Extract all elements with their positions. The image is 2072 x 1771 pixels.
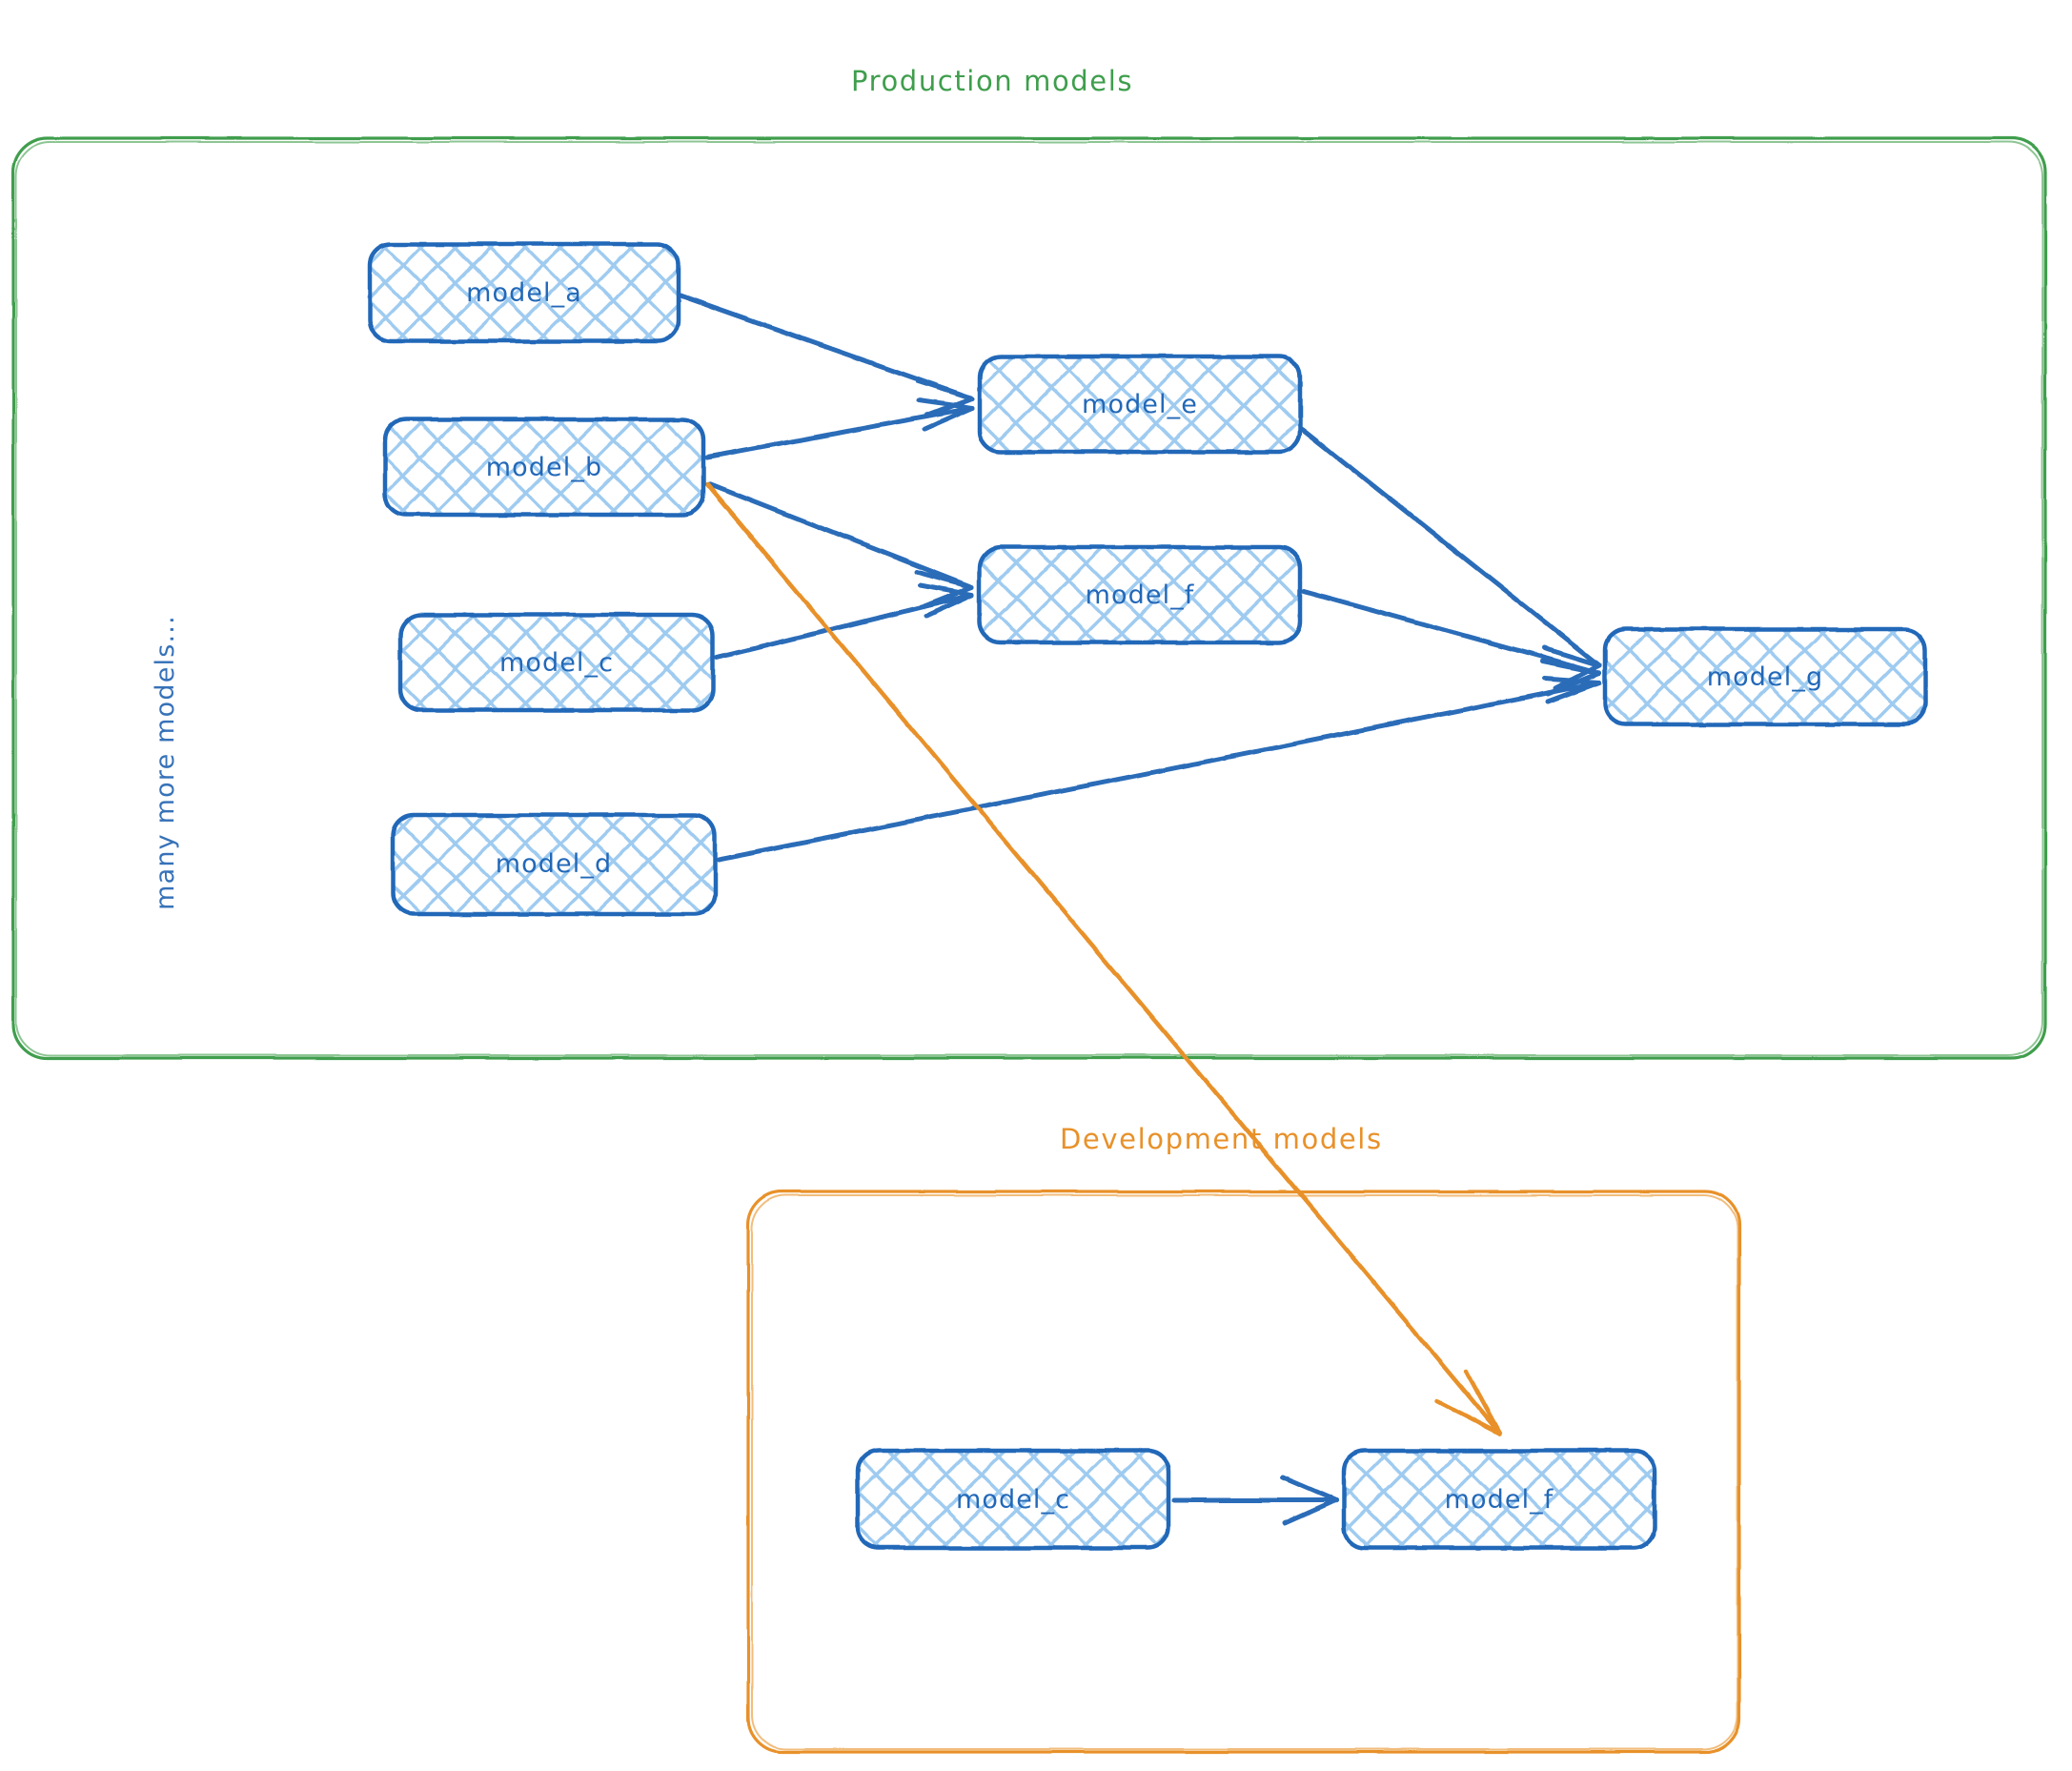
production-group-box-sketch [15,141,2043,1056]
edge-model-c-to-model-f [714,582,975,661]
edge-dev-model-c-to-dev-model-f [1171,1475,1339,1526]
node-prod-model-d[interactable] [390,812,718,917]
node-prod-model-f[interactable] [977,544,1303,645]
node-prod-model-b[interactable] [382,417,706,518]
node-prod-model-c[interactable] [397,612,716,713]
node-prod-model-e[interactable] [977,354,1303,455]
edge-model-e-to-model-g [1299,426,1602,691]
node-prod-model-g[interactable] [1602,626,1928,727]
edge-model-b-to-dev-model-f [704,481,1503,1436]
edge-model-b-to-model-e [704,397,975,460]
edge-model-a-to-model-e [678,293,975,418]
development-group-title: Development models [1060,1123,1383,1155]
node-dev-model-f[interactable] [1341,1448,1657,1551]
many-more-models-label: many more models... [151,615,180,910]
development-group-box [746,1190,1741,1754]
node-dev-model-c[interactable] [855,1448,1171,1551]
development-group-box-sketch [751,1194,1738,1750]
node-prod-model-a[interactable] [367,241,681,344]
production-group-title: Production models [851,65,1134,97]
production-group-box [11,136,2047,1060]
edge-model-d-to-model-g [716,676,1602,863]
